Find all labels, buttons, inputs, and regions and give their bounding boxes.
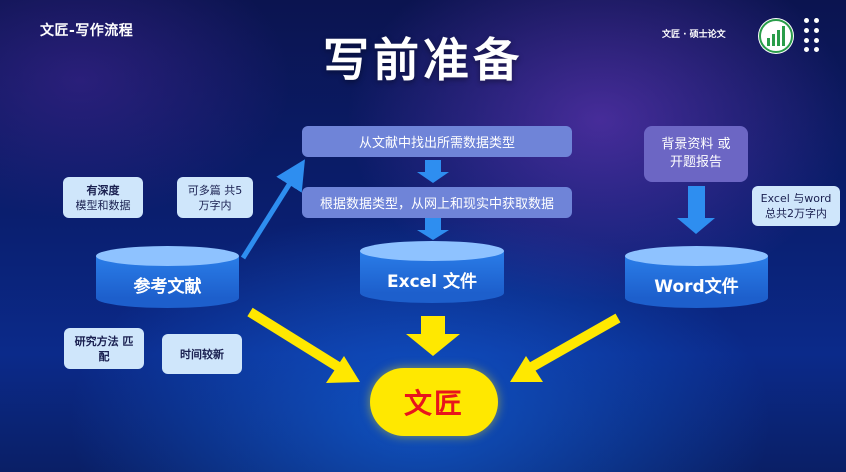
arrow-excel-to-target [406,316,460,356]
note-depth: 有深度 模型和数据 [63,177,143,218]
note-depth-title: 有深度 [86,183,120,197]
deck-title: 文匠-写作流程 [40,23,134,39]
excel-step-1: 从文献中找出所需数据类型 [302,126,572,157]
note-method-text: 研究方法 匹配 [74,334,134,363]
word-input-box: 背景资料 或开题报告 [644,126,748,182]
note-count: 可多篇 共5万字内 [177,177,253,218]
menu-dots-icon[interactable] [802,18,822,52]
note-recent: 时间较新 [162,334,242,374]
target-wenjiang: 文匠 [370,368,498,436]
arrow-word-input-down [677,186,715,234]
excel-step-2: 根据数据类型，从网上和现实中获取数据 [302,187,572,218]
arrow-step1-down [417,160,449,183]
references-cylinder: 参考文献 [96,246,239,308]
arrow-word-to-target [527,313,621,373]
arrow-ref-to-target [247,307,343,373]
references-label: 参考文献 [133,277,202,297]
slide-title: 写前准备 [323,33,523,87]
arrow-step2-down [417,218,449,240]
excel-label: Excel 文件 [387,272,477,292]
arrow-ref-to-step [240,159,305,260]
brand-text: 文匠 · 硕士论文 [662,30,726,40]
word-cylinder: Word文件 [625,246,768,308]
logo-icon [758,18,794,54]
excel-cylinder: Excel 文件 [360,241,504,303]
note-word-limit: Excel 与word 总共2万字内 [752,186,840,226]
note-count-text: 可多篇 共5万字内 [187,183,243,212]
note-method: 研究方法 匹配 [64,328,144,369]
word-label: Word文件 [654,277,739,297]
note-word-limit-text: Excel 与word 总共2万字内 [760,192,832,220]
word-input-text: 背景资料 或开题报告 [661,137,731,170]
note-depth-text: 模型和数据 [75,198,131,212]
note-recent-text: 时间较新 [180,347,224,361]
